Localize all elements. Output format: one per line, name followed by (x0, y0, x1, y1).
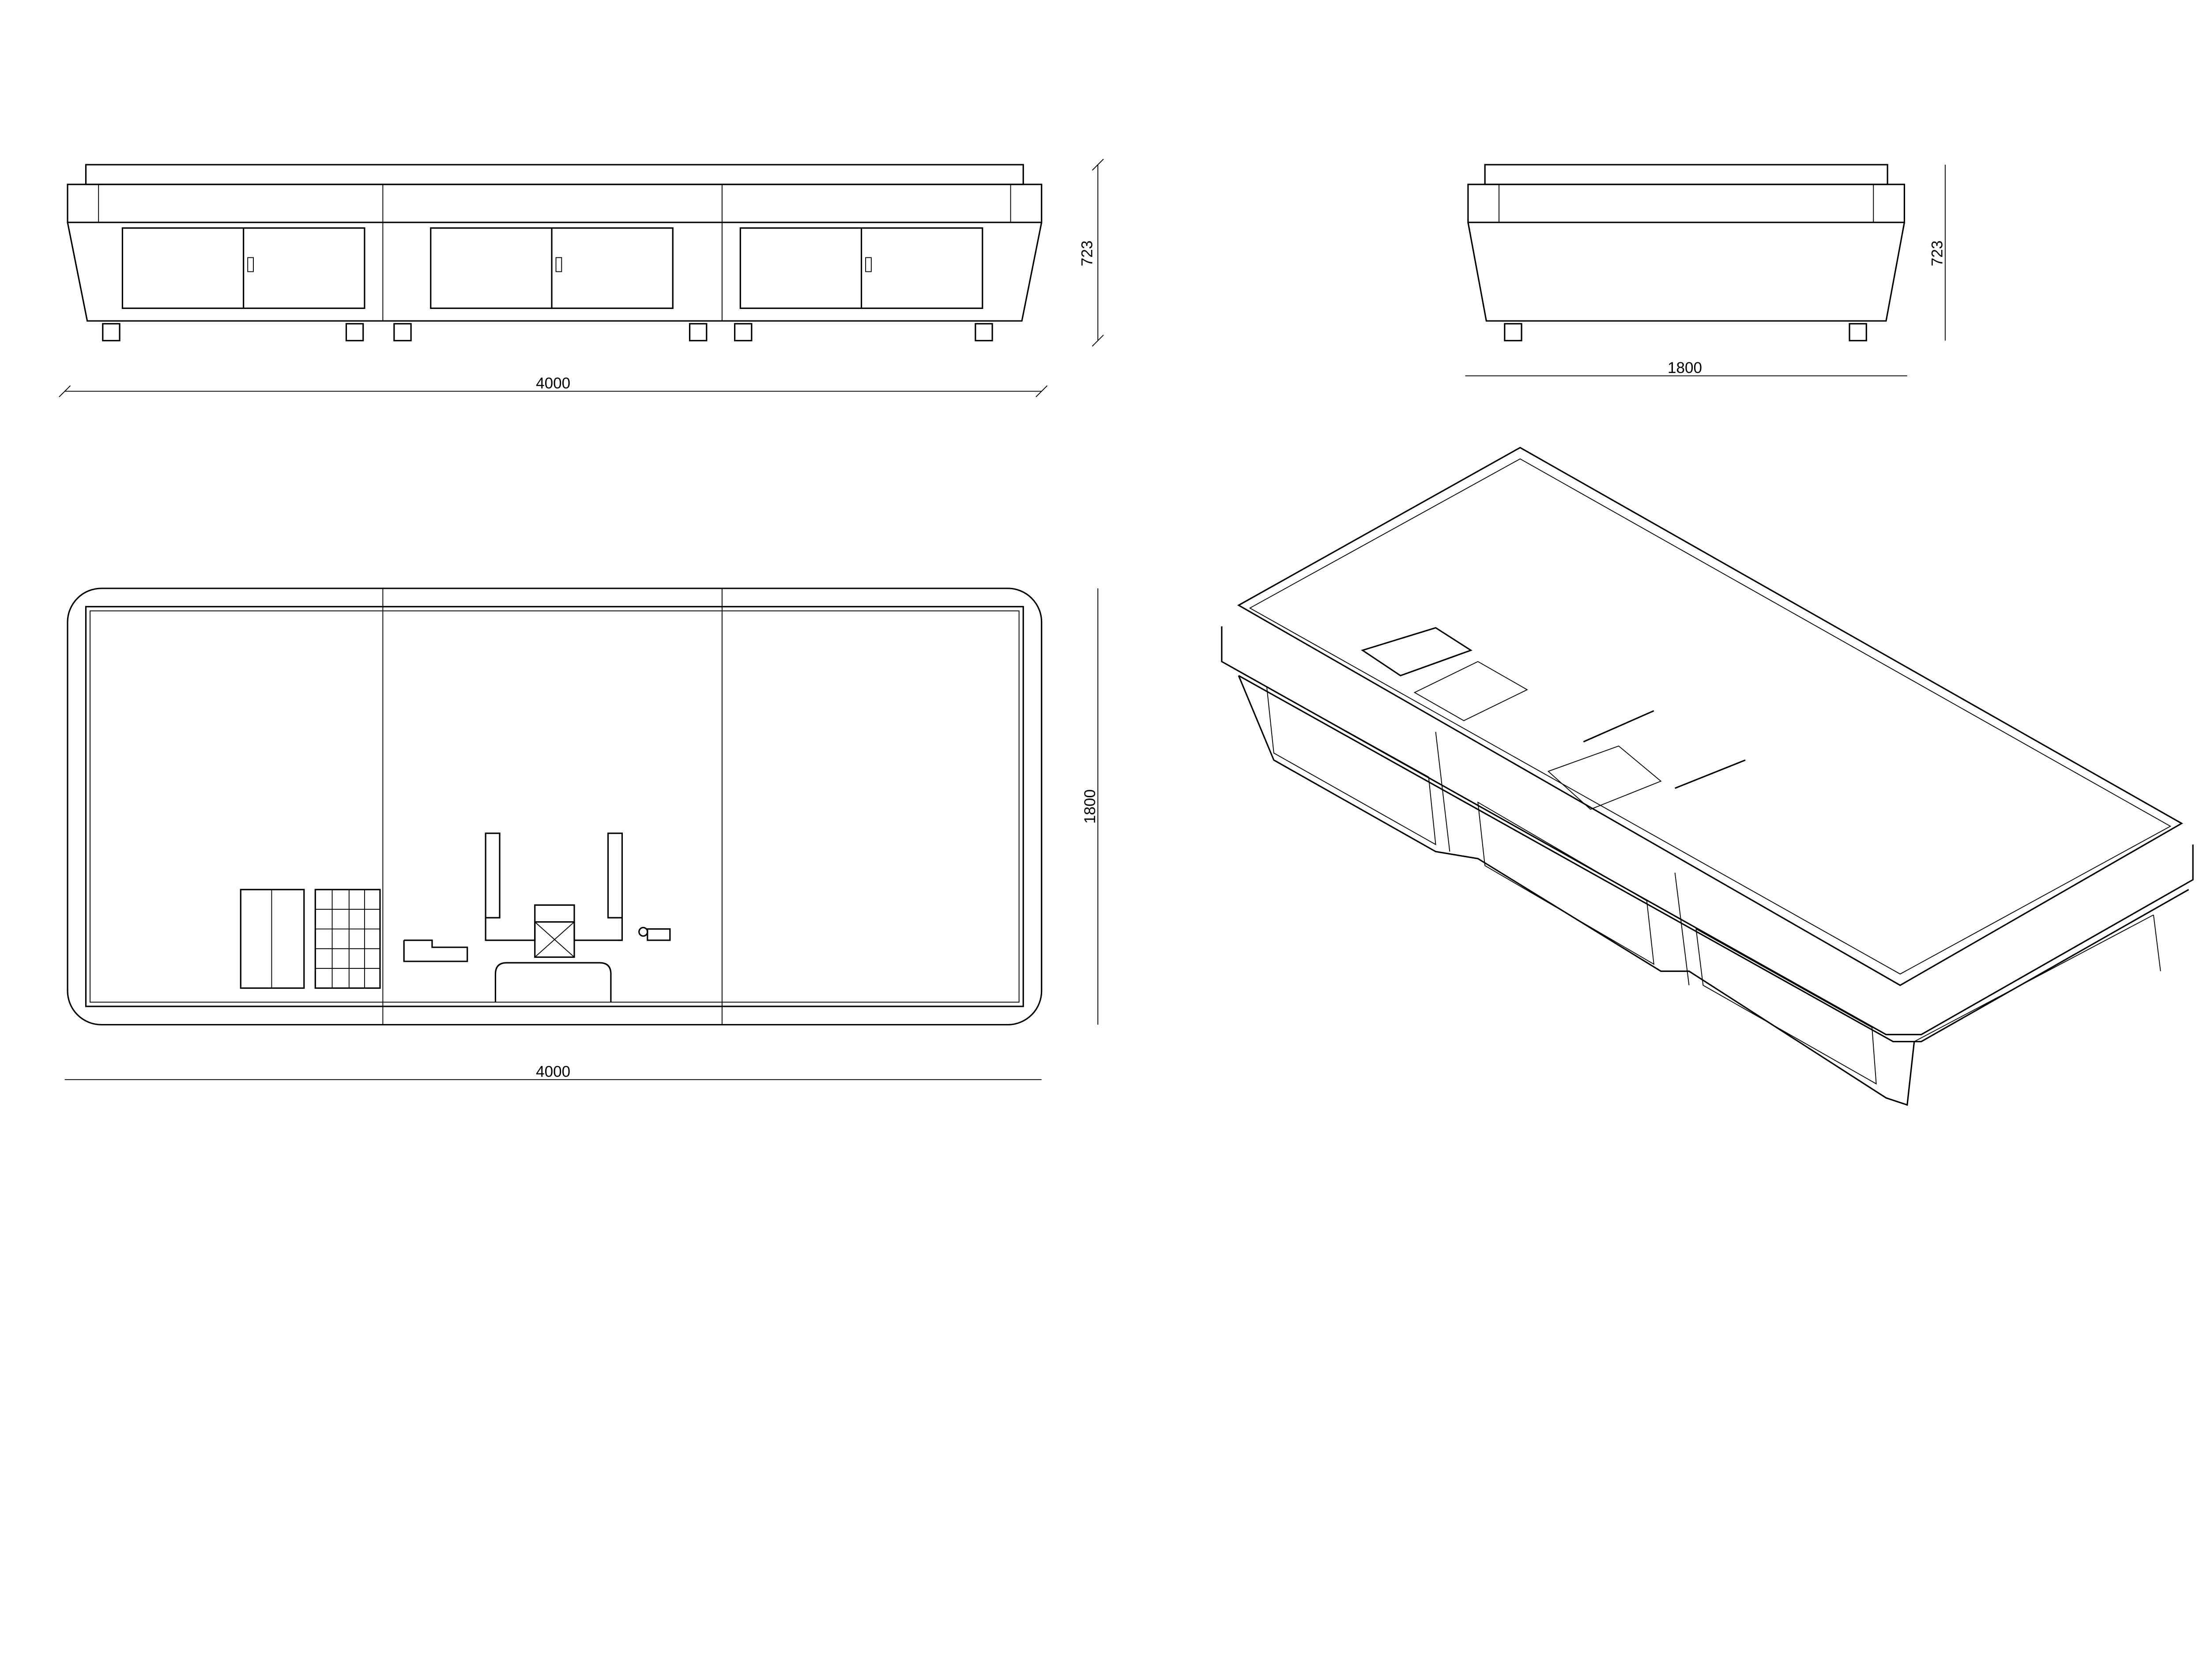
dimension-height: 723 (1078, 158, 1104, 347)
front-height-label: 723 (1078, 241, 1096, 267)
dimension-width: 4000 (59, 375, 1048, 397)
cabinet-doors (121, 227, 983, 309)
caster-wheels (102, 323, 993, 342)
top-height-label: 1800 (1081, 789, 1099, 824)
equipment-layout (240, 832, 671, 1002)
technical-drawing: 723 4000 723 1800 (59, 158, 2194, 1106)
top-width-label: 4000 (536, 1063, 570, 1080)
side-height-label: 723 (1929, 241, 1946, 267)
front-view: 723 4000 (59, 158, 1104, 397)
isometric-view (1221, 447, 2194, 1106)
side-view: 723 1800 (1465, 164, 1946, 377)
side-width-label: 1800 (1668, 359, 1702, 377)
top-view: 1800 4000 (64, 588, 1099, 1080)
front-width-label: 4000 (536, 375, 570, 392)
